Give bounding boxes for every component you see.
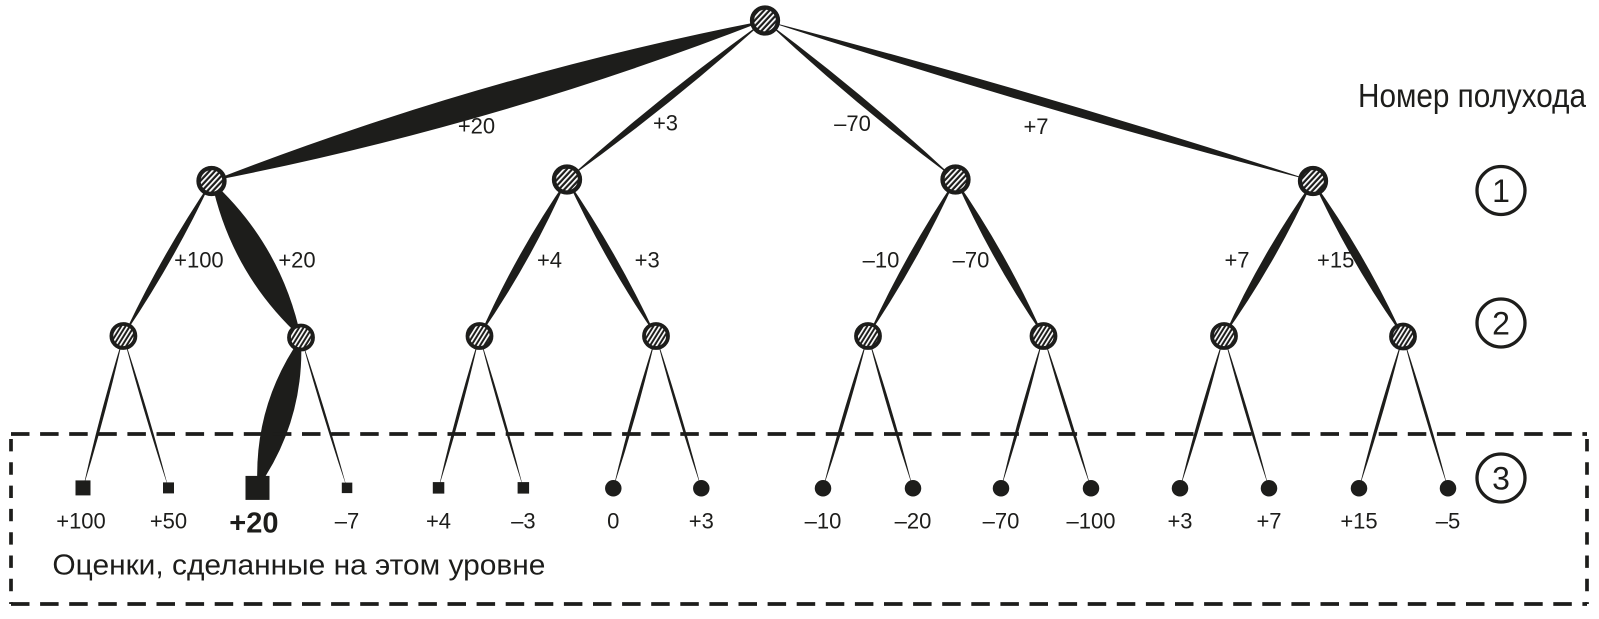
svg-text:+20: +20 xyxy=(458,114,495,139)
svg-text:+7: +7 xyxy=(1224,248,1249,273)
svg-text:–3: –3 xyxy=(511,509,535,534)
svg-text:+15: +15 xyxy=(1340,509,1377,534)
svg-text:–10: –10 xyxy=(805,509,842,534)
svg-text:+3: +3 xyxy=(653,111,678,136)
svg-text:+4: +4 xyxy=(537,248,562,273)
svg-text:+7: +7 xyxy=(1023,114,1048,139)
svg-text:+3: +3 xyxy=(635,248,660,273)
svg-text:–70: –70 xyxy=(983,509,1020,534)
svg-text:+100: +100 xyxy=(174,247,224,272)
svg-text:1: 1 xyxy=(1492,173,1510,209)
svg-text:2: 2 xyxy=(1492,306,1510,342)
svg-text:–70: –70 xyxy=(834,111,871,136)
svg-text:+7: +7 xyxy=(1256,509,1281,534)
svg-text:Оценки, сделанные на этом уров: Оценки, сделанные на этом уровне xyxy=(52,549,545,581)
svg-text:0: 0 xyxy=(607,509,619,534)
svg-text:+100: +100 xyxy=(56,509,106,534)
svg-text:–20: –20 xyxy=(895,509,932,534)
svg-text:Номер полухода: Номер полухода xyxy=(1358,77,1587,114)
svg-text:+50: +50 xyxy=(150,509,187,534)
svg-text:+20: +20 xyxy=(278,247,315,272)
svg-text:–10: –10 xyxy=(863,247,900,272)
svg-text:+20: +20 xyxy=(229,507,278,539)
svg-text:–7: –7 xyxy=(335,509,359,534)
svg-text:–70: –70 xyxy=(953,247,990,272)
svg-text:–100: –100 xyxy=(1067,509,1116,534)
svg-text:+3: +3 xyxy=(1167,509,1192,534)
svg-text:+4: +4 xyxy=(426,509,451,534)
svg-text:–5: –5 xyxy=(1436,509,1460,534)
svg-text:+15: +15 xyxy=(1317,248,1354,273)
svg-text:3: 3 xyxy=(1492,461,1510,497)
svg-text:+3: +3 xyxy=(689,509,714,534)
